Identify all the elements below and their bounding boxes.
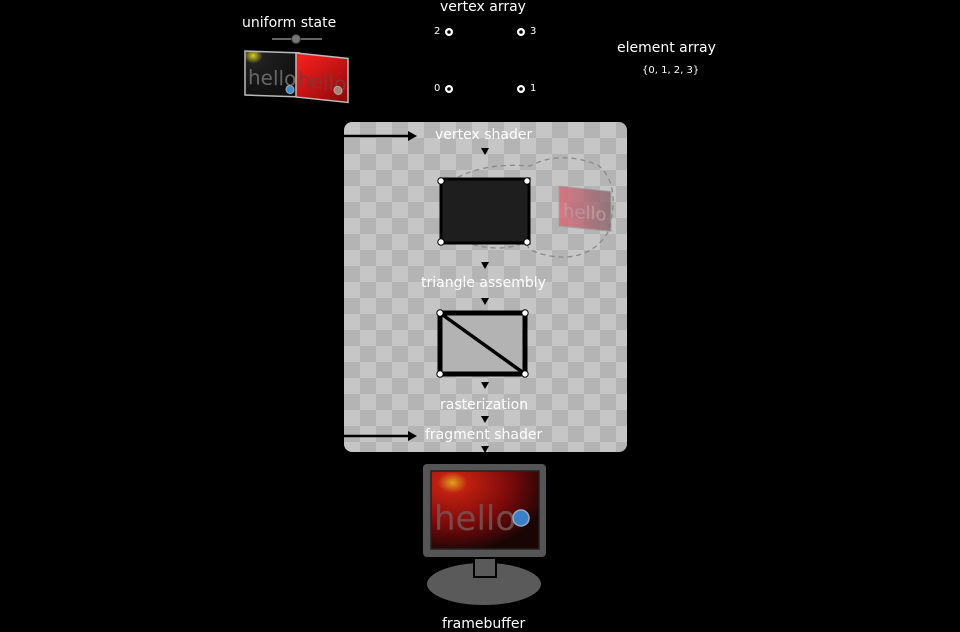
- vertex-3: [517, 28, 525, 36]
- monitor-screen: [430, 470, 540, 550]
- pipeline-panel: [344, 122, 627, 452]
- element-array-values: {0, 1, 2, 3}: [642, 65, 700, 76]
- vertex-index-3: 3: [530, 26, 537, 37]
- vertex-1: [517, 85, 525, 93]
- fragment-shader-label: fragment shader: [425, 427, 543, 443]
- vertex-2: [445, 28, 453, 36]
- vertex-index-2: 2: [434, 26, 441, 37]
- vertex-shader-quad: [437, 177, 531, 246]
- texture-red: hello: [295, 52, 349, 104]
- framebuffer-label: framebuffer: [442, 616, 526, 632]
- element-array-arrow: [542, 55, 610, 65]
- element-array-label: element array: [617, 40, 716, 56]
- texture-dark: hello: [244, 50, 300, 98]
- vertex-array-label: vertex array: [440, 0, 526, 15]
- ghost-texture: hello: [558, 185, 612, 233]
- rasterization-label: rasterization: [440, 397, 529, 413]
- ghost-texture-text: hello: [563, 200, 606, 226]
- vertex-0: [445, 85, 453, 93]
- framebuffer-monitor: hello: [421, 462, 548, 607]
- vertex-shader-label: vertex shader: [435, 127, 533, 143]
- uniform-slider: [272, 34, 322, 44]
- uniform-state-label: uniform state: [242, 15, 337, 31]
- vertex-index-1: 1: [530, 83, 537, 94]
- vertex-array-dots: [445, 28, 525, 93]
- triangle-assembly-label: triangle assembly: [421, 275, 546, 291]
- uniform-routing: [294, 118, 410, 438]
- flow-arrows: [481, 112, 489, 453]
- vertex-index-0: 0: [434, 83, 441, 94]
- triangle-assembly-quad: [436, 309, 529, 378]
- monitor-screen-text: hello: [434, 499, 516, 539]
